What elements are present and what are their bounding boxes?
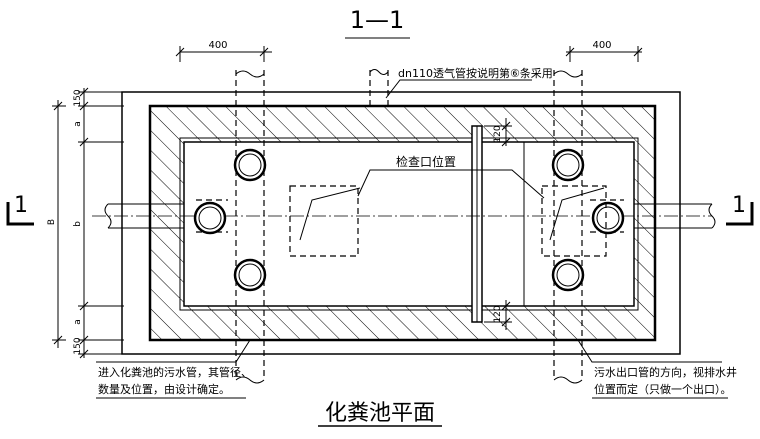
- outlet-leader: [577, 339, 722, 363]
- riser-pipes: [235, 69, 583, 384]
- dim-150-bottom: 150: [73, 337, 83, 354]
- outlet-note-line1: 污水出口管的方向，视排水井: [594, 365, 737, 379]
- dim-a-top: a: [73, 121, 83, 127]
- section-label: 1—1: [350, 6, 405, 34]
- dim-150-top: 150: [73, 89, 83, 106]
- pipe-circles: [193, 148, 625, 292]
- drawing-title: 化粪池平面: [325, 401, 435, 426]
- inspection-openings: [289, 169, 607, 257]
- dim-B-total: B: [47, 219, 57, 225]
- dim-a-bottom: a: [73, 319, 83, 325]
- cut-mark-left: [6, 202, 34, 226]
- dimension-400-left: [175, 46, 272, 62]
- dim-400-left: 400: [208, 40, 227, 51]
- vent-leader: [385, 79, 532, 99]
- dimension-120: [484, 118, 512, 330]
- vent-pipe-note: dn110透气管按说明第⑥条采用: [398, 66, 553, 80]
- dimension-400-right: [565, 46, 643, 62]
- dim-b: b: [73, 221, 83, 227]
- outlet-note-line2: 位置而定（只做一个出口）。: [594, 382, 732, 396]
- wall-hatching: [150, 106, 655, 340]
- inlet-note-line1: 进入化粪池的污水管，其管径、: [98, 365, 252, 379]
- cut-label-left: 1: [14, 193, 28, 218]
- dim-120-top: 120: [493, 125, 503, 142]
- wall-inner-offset: [179, 137, 639, 311]
- dim-120-bottom: 120: [493, 305, 503, 322]
- inlet-note-line2: 数量及位置，由设计确定。: [98, 382, 230, 396]
- outer-boundary: [121, 91, 681, 355]
- inspection-note: 检查口位置: [396, 154, 456, 169]
- dim-400-right: 400: [592, 40, 611, 51]
- wall-outer-edge: [148, 104, 657, 342]
- cut-mark-right: [726, 202, 754, 226]
- left-dimension-chain: [52, 87, 124, 359]
- wall-inner-edge: [183, 141, 635, 307]
- inlet-leader: [96, 339, 251, 363]
- cut-label-right: 1: [732, 193, 746, 218]
